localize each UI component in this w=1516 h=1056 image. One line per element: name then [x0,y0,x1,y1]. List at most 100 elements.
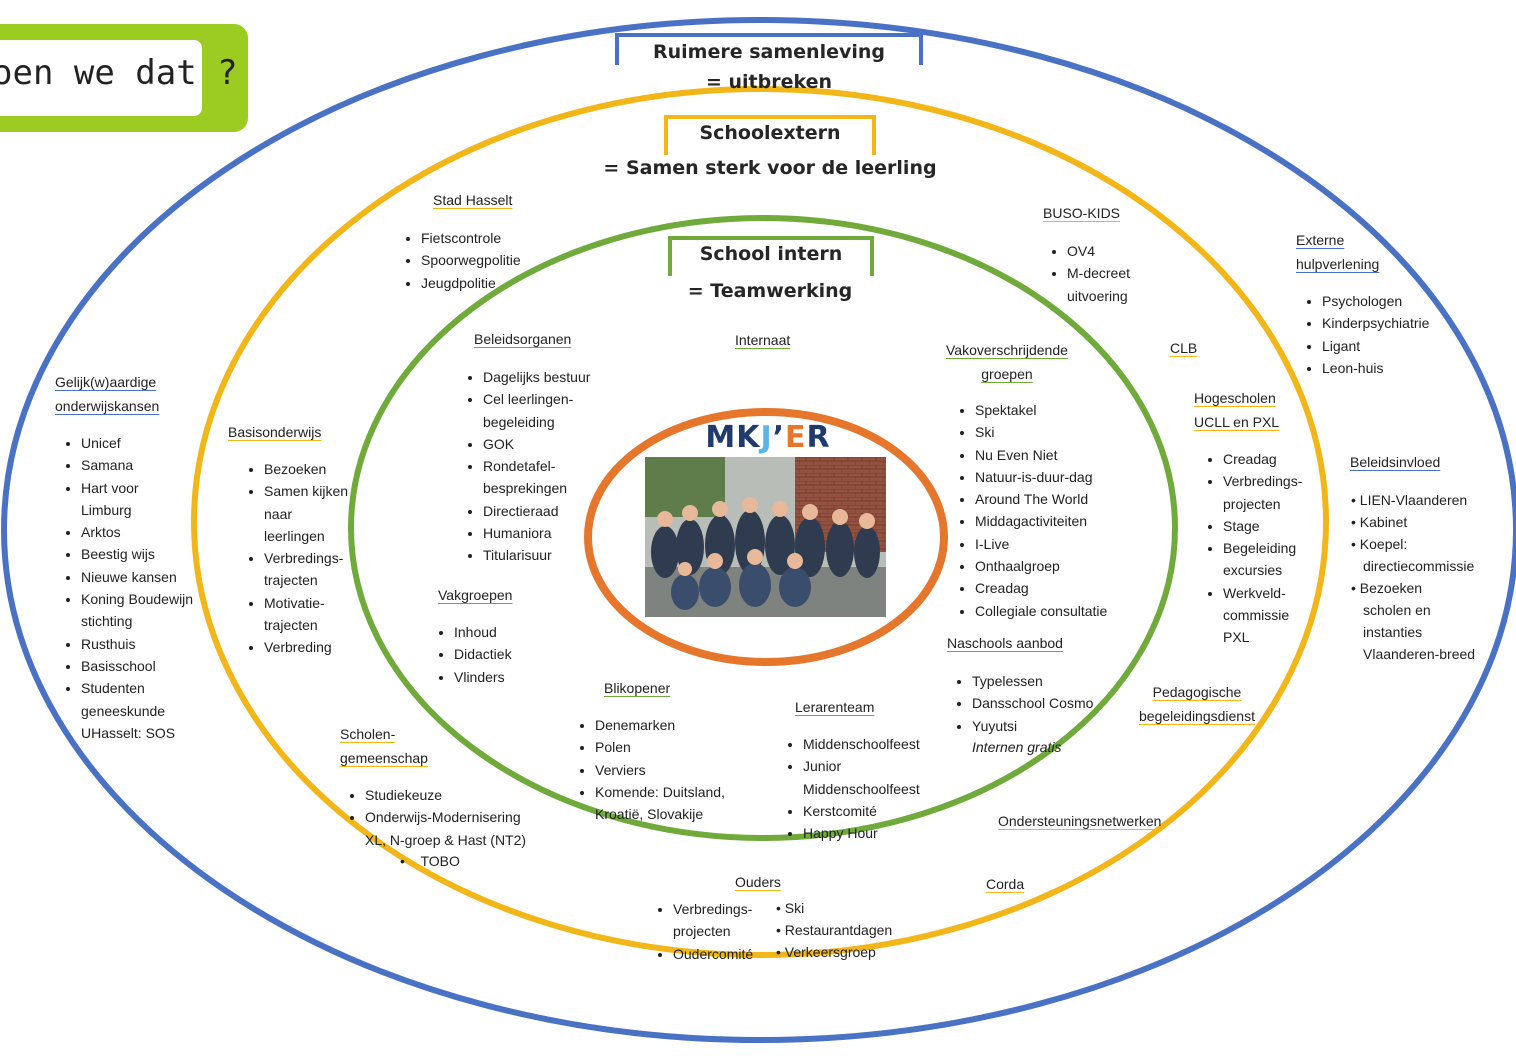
group-photo [645,457,886,617]
group-title-basisonderwijs: Basisonderwijs [228,424,322,440]
list-item: Creadag [1223,448,1302,470]
list-item: Spoorwegpolitie [421,249,521,271]
list-item: Natuur-is-duur-dag [975,466,1107,488]
list-item: Leon-huis [1322,357,1429,379]
list-item: Verbredings- projecten [673,898,753,943]
list-item: Inhoud [454,621,512,643]
list-item: Onderwijs-Modernisering XL, N-groep & Ha… [365,806,526,851]
list-item: Werkveld- commissie PXL [1223,582,1302,649]
logo-letter: E [785,420,807,455]
group-title-corda: Corda [986,876,1025,892]
list-stad-hasselt: FietscontroleSpoorwegpolitieJeugdpolitie [395,227,521,294]
list-item: Middenschoolfeest [803,733,920,755]
list-item: Kerstcomité [803,800,920,822]
list-item: Dagelijks bestuur [483,366,590,388]
group-title-beleidsorganen: Beleidsorganen [474,331,572,347]
list-item: Basisschool [81,655,193,677]
list-item: Dansschool Cosmo [972,692,1093,714]
group-title-vakgroepen: Vakgroepen [438,587,513,603]
list-item: Hart voor Limburg [81,477,193,522]
list-item: Didactiek [454,643,512,665]
outer-ring-title: Ruimere samenleving [653,41,885,63]
list-item: Ski [975,421,1107,443]
list-item: • Restaurantdagen [776,922,893,938]
list-item: Oudercomité [673,943,753,965]
middle-ring [191,86,1329,958]
list-externe-hulpverlening: PsychologenKinderpsychiatrieLigantLeon-h… [1296,290,1429,379]
list-item: • Ski [776,900,805,916]
callout-text: oen we dat ? [0,53,238,93]
logo-letter: M [705,420,737,455]
logo-letter: R [806,420,831,455]
inner-ring-title: School intern [699,243,843,265]
list-item: Verbreding [264,636,348,658]
logo-letter: J [760,420,773,455]
list-item: Titularisuur [483,544,590,566]
list-item: Stage [1223,515,1302,537]
group-title-stad-hasselt: Stad Hasselt [433,192,513,208]
group-title-naschools: Naschools aanbod [947,635,1063,651]
group-title-hogescholen: Hogescholen UCLL en PXL [1194,390,1280,430]
list-item: Directieraad [483,500,590,522]
list-item: Arktos [81,521,193,543]
group-title-blikopener: Blikopener [604,680,671,696]
list-scholengemeenschap: StudiekeuzeOnderwijs-Modernisering XL, N… [339,784,526,851]
list-item: Koning Boudewijn stichting [81,588,193,633]
list-item: Vlinders [454,666,512,688]
list-item: Jeugdpolitie [421,272,521,294]
group-title-scholengemeenschap: Scholen- gemeenschap [340,726,428,766]
list-buso-kids: OV4M-decreet uitvoering [1041,240,1130,307]
list-item: Around The World [975,488,1107,510]
list-item: Samana [81,454,193,476]
outer-ring [1,17,1516,1043]
list-item: M-decreet uitvoering [1067,262,1130,307]
list-item: Fietscontrole [421,227,521,249]
list-item: • Koepel: directiecommissie [1351,536,1475,574]
list-item: Verviers [595,759,725,781]
list-item: Denemarken [595,714,725,736]
list-item: Rusthuis [81,633,193,655]
list-item: Nu Even Niet [975,444,1107,466]
list-basisonderwijs: BezoekenSamen kijken naar leerlingenVerb… [238,458,348,659]
list-item: Verbredings- trajecten [264,547,348,592]
list-ouders-left: Verbredings- projectenOudercomité [647,898,753,965]
group-photo-image [645,457,886,617]
outer-ring-subtitle: = uitbreken [705,71,833,93]
group-title-ondersteuningsnetwerken: Ondersteuningsnetwerken [998,813,1162,829]
list-item: OV4 [1067,240,1130,262]
list-item: Beestig wijs [81,543,193,565]
callout-box: oen we dat ? [0,24,248,132]
list-item: Creadag [975,577,1107,599]
list-item: GOK [483,433,590,455]
list-item: Studenten geneeskunde UHasselt: SOS [81,677,193,744]
list-item: Motivatie- trajecten [264,592,348,637]
list-vakgroepen: InhoudDidactiekVlinders [428,621,512,688]
list-hogescholen: CreadagVerbredings- projectenStageBegele… [1197,448,1302,649]
list-item: Nieuwe kansen [81,566,193,588]
list-item: • Kabinet [1351,514,1408,530]
list-item: Psychologen [1322,290,1429,312]
callout-inner: oen we dat ? [0,40,238,116]
list-item: Humaniora [483,522,590,544]
group-title-internaat: Internaat [735,332,791,348]
group-title-gelijkwaardig: Gelijk(w)aardige onderwijskansen [55,374,160,414]
mkjer-logo: MKJ’ER [690,420,846,455]
list-item: Yuyutsi [972,715,1093,737]
inner-ring-subtitle: = Teamwerking [687,280,853,302]
inner-ring [348,215,1178,841]
subitem-bullet: • [400,853,405,869]
list-item: Typelessen [972,670,1093,692]
list-item: Cel leerlingen- begeleiding [483,388,590,433]
list-item: Begeleiding excursies [1223,537,1302,582]
list-vakoverschrijdende: SpektakelSkiNu Even NietNatuur-is-duur-d… [949,399,1107,622]
list-item: Happy Hour [803,822,920,844]
list-item: Spektakel [975,399,1107,421]
group-title-vakoverschrijdende: Vakoverschrijdende groepen [946,342,1068,382]
list-item: I-Live [975,533,1107,555]
group-title-lerarenteam: Lerarenteam [795,699,875,715]
list-item: Ligant [1322,335,1429,357]
list-item: Collegiale consultatie [975,600,1107,622]
group-title-pedagogische: Pedagogische begeleidingsdienst [1139,684,1255,724]
list-ouders-right: • Ski• Restaurantdagen• Verkeersgroep [776,897,895,963]
